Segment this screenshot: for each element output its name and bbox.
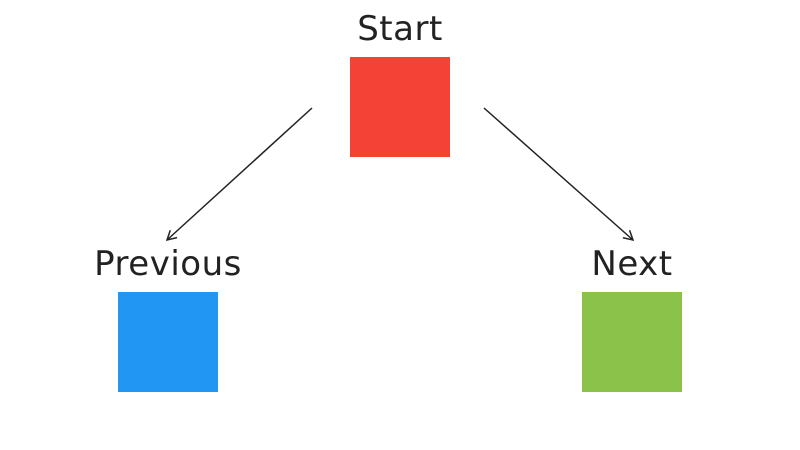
node-next-box[interactable] <box>582 292 682 392</box>
node-start-label: Start <box>357 9 443 49</box>
edge-start-to-next <box>483 107 635 242</box>
node-previous: Previous <box>68 244 268 392</box>
node-next: Next <box>532 244 732 392</box>
edge-start-to-previous <box>165 107 313 242</box>
node-previous-box[interactable] <box>118 292 218 392</box>
node-start-box[interactable] <box>350 57 450 157</box>
node-next-label: Next <box>591 244 673 284</box>
node-previous-label: Previous <box>94 244 242 284</box>
node-start: Start <box>300 9 500 157</box>
